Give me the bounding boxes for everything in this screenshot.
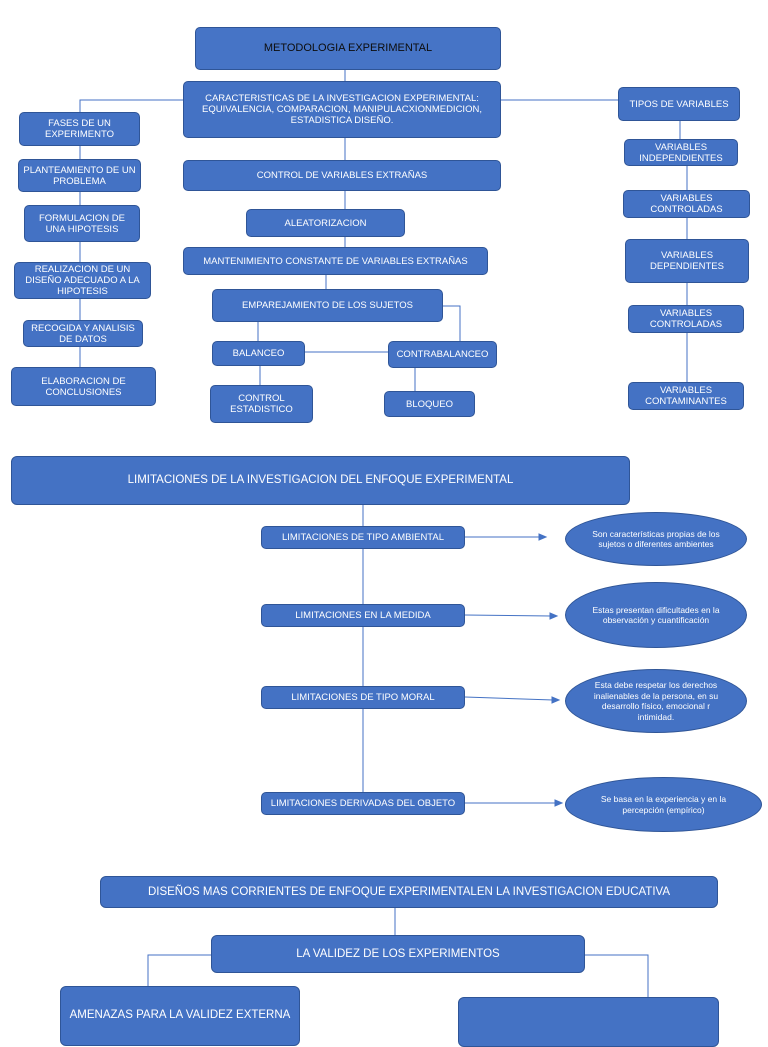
phase-step-node: PLANTEAMIENTO DE UN PROBLEMA <box>18 159 141 192</box>
connector-lines <box>79 69 688 998</box>
limitation-node: LIMITACIONES DE TIPO MORAL <box>261 686 465 709</box>
designs-title-node: DISEÑOS MAS CORRIENTES DE ENFOQUE EXPERI… <box>100 876 718 908</box>
variables-title-node: TIPOS DE VARIABLES <box>618 87 740 121</box>
internal-validity-node <box>458 997 719 1047</box>
phases-title-node: FASES DE UN EXPERIMENTO <box>19 112 140 146</box>
limitation-note-ellipse: Son características propias de los sujet… <box>565 512 747 566</box>
phase-step-node: FORMULACION DE UNA HIPOTESIS <box>24 205 140 242</box>
statistical-control-node: CONTROL ESTADISTICO <box>210 385 313 423</box>
randomization-node: ALEATORIZACION <box>246 209 405 237</box>
matching-node: EMPAREJAMIENTO DE LOS SUJETOS <box>212 289 443 322</box>
variable-node: VARIABLES CONTAMINANTES <box>628 382 744 410</box>
limitation-node: LIMITACIONES DE TIPO AMBIENTAL <box>261 526 465 549</box>
phase-step-node: RECOGIDA Y ANALISIS DE DATOS <box>23 320 143 347</box>
constant-node: MANTENIMIENTO CONSTANTE DE VARIABLES EXT… <box>183 247 488 275</box>
variable-node: VARIABLES CONTROLADAS <box>628 305 744 333</box>
variable-node: VARIABLES CONTROLADAS <box>623 190 750 218</box>
validity-node: LA VALIDEZ DE LOS EXPERIMENTOS <box>211 935 585 973</box>
root-node: METODOLOGIA EXPERIMENTAL <box>195 27 501 70</box>
limitation-note-ellipse: Esta debe respetar los derechos inaliena… <box>565 669 747 733</box>
limitation-node: LIMITACIONES DERIVADAS DEL OBJETO <box>261 792 465 815</box>
characteristics-node: CARACTERISTICAS DE LA INVESTIGACION EXPE… <box>183 81 501 138</box>
counterbalance-node: CONTRABALANCEO <box>388 341 497 368</box>
block-node: BLOQUEO <box>384 391 475 417</box>
balance-node: BALANCEO <box>212 341 305 366</box>
limitation-note-ellipse: Estas presentan dificultades en la obser… <box>565 582 747 648</box>
phase-step-node: ELABORACION DE CONCLUSIONES <box>11 367 156 406</box>
phase-step-node: REALIZACION DE UN DISEÑO ADECUADO A LA H… <box>14 262 151 299</box>
control-node: CONTROL DE VARIABLES EXTRAÑAS <box>183 160 501 191</box>
external-validity-node: AMENAZAS PARA LA VALIDEZ EXTERNA <box>60 986 300 1046</box>
limitations-title-node: LIMITACIONES DE LA INVESTIGACION DEL ENF… <box>11 456 630 505</box>
variable-node: VARIABLES DEPENDIENTES <box>625 239 749 283</box>
limitation-node: LIMITACIONES EN LA MEDIDA <box>261 604 465 627</box>
variable-node: VARIABLES INDEPENDIENTES <box>624 139 738 166</box>
limitation-note-ellipse: Se basa en la experiencia y en la percep… <box>565 777 762 832</box>
